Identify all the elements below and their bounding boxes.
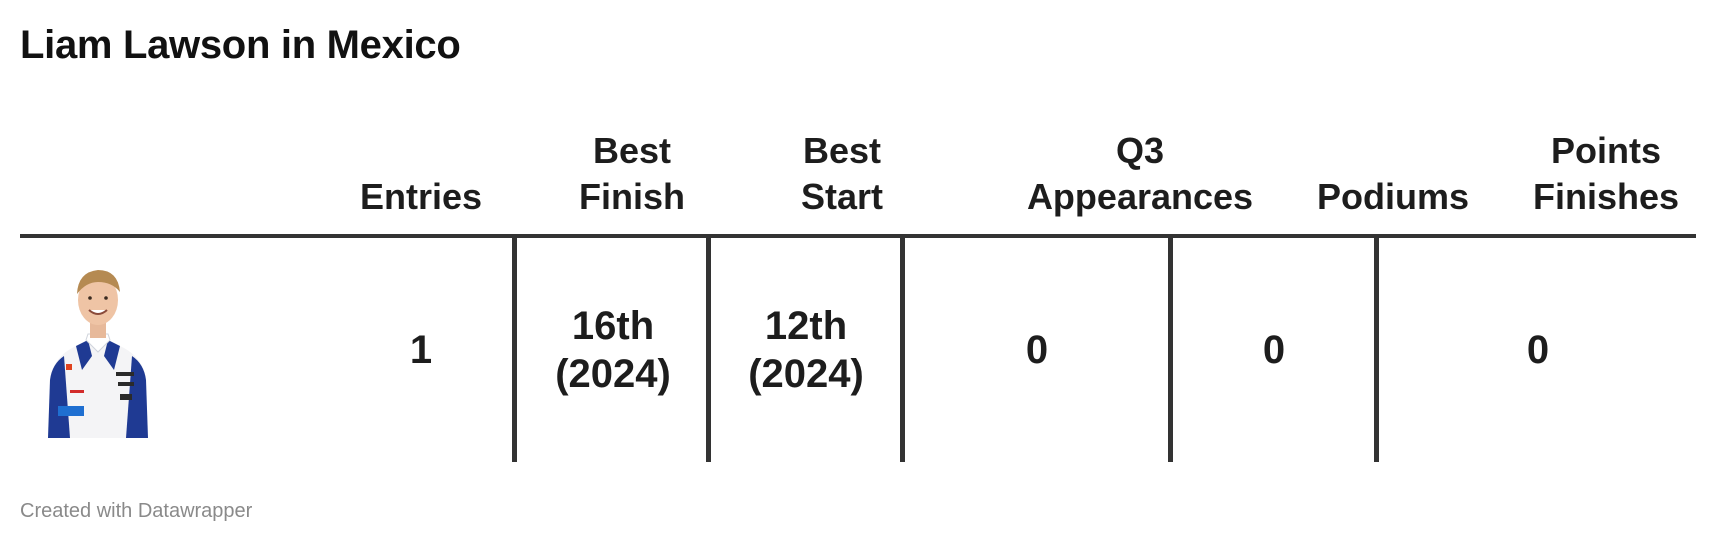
driver-portrait-image [48, 270, 148, 438]
header-points-finishes: Points Finishes [1532, 130, 1680, 217]
cell-points-finishes: 0 [1526, 328, 1550, 372]
column-divider [900, 238, 905, 462]
cell-podiums: 0 [1262, 328, 1286, 372]
cell-entries: 1 [409, 328, 433, 372]
header-best-finish: Best Finish [579, 130, 685, 217]
table-header-row: Entries Best Finish Best Start Q3 Appear… [20, 120, 1696, 238]
stats-table: Entries Best Finish Best Start Q3 Appear… [20, 120, 1696, 462]
cell-best-finish: 16th (2024) [555, 304, 671, 396]
cell-q3-appearances: 0 [1025, 328, 1049, 372]
column-divider [706, 238, 711, 462]
page-title: Liam Lawson in Mexico [20, 23, 461, 67]
column-divider [512, 238, 517, 462]
cell-best-start: 12th (2024) [748, 304, 864, 396]
column-divider [1374, 238, 1379, 462]
column-divider [1168, 238, 1173, 462]
driver-photo [42, 260, 154, 438]
table-row: 1 16th (2024) 12th (2024) 0 0 0 [20, 238, 1696, 462]
datawrapper-credit: Created with Datawrapper [20, 500, 253, 522]
header-entries: Entries [359, 176, 483, 217]
header-podiums: Podiums [1316, 176, 1469, 217]
header-best-start: Best Start [800, 130, 884, 217]
header-q3-appearances: Q3 Appearances [1026, 130, 1254, 217]
